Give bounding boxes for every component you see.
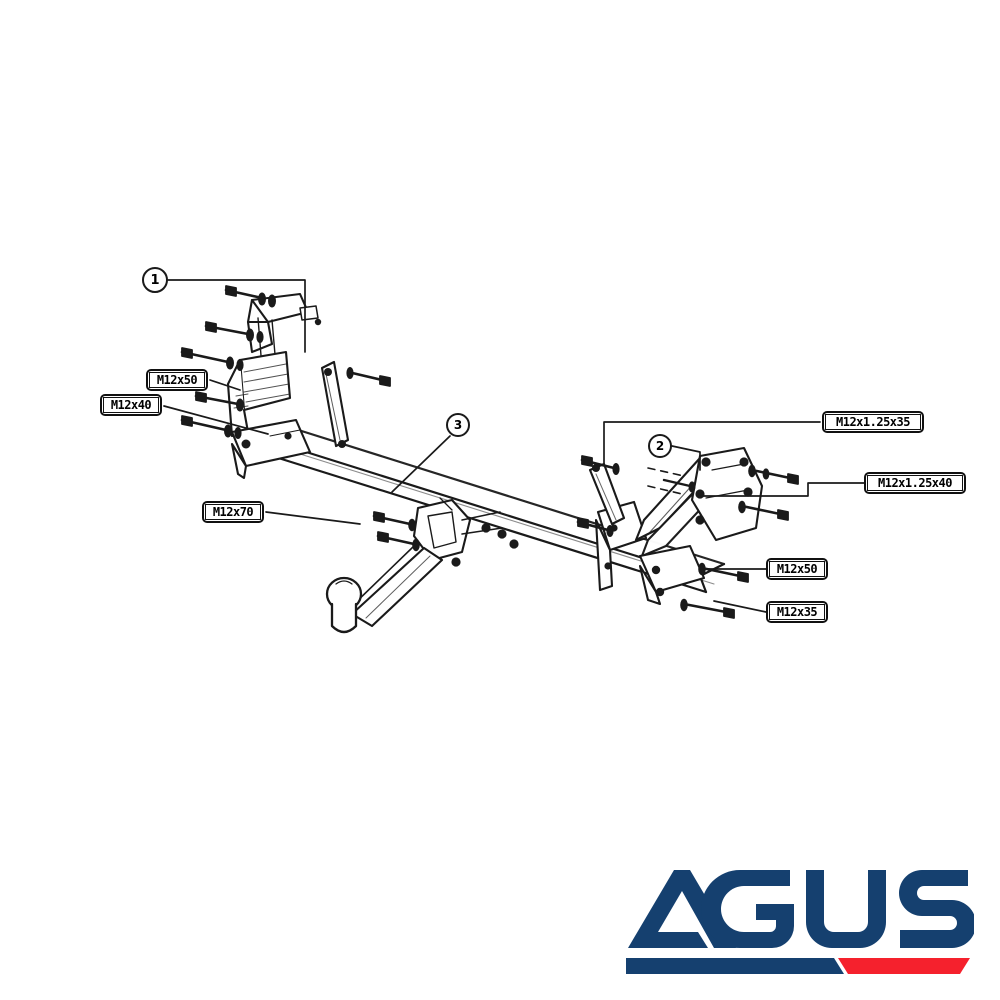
logo-letter-g [701,870,794,948]
logo-bar-red [838,958,970,974]
callout-1[interactable]: 1 [142,267,168,293]
logo-bar-blue [626,958,844,974]
leader-callout-3 [391,435,451,493]
part-label-text: M12x1.25x40 [867,475,963,491]
logo-letter-s [899,870,974,948]
callout-2[interactable]: 2 [648,434,672,458]
part-label-text: M12x1.25x35 [825,414,921,430]
part-label-text: M12x70 [205,504,261,520]
tow-ball-assembly [325,497,519,634]
part-label-m12x50-left[interactable]: M12x50 [146,369,208,391]
callout-3[interactable]: 3 [446,413,470,437]
right-bolt-assemblies [576,455,799,619]
part-label-text: M12x35 [769,604,825,620]
leader-m12x125x35 [603,421,821,465]
part-label-m12x40[interactable]: M12x40 [100,394,162,416]
leader-callout-2 [671,445,701,471]
logo-letter-u [806,870,886,948]
part-label-m12x35[interactable]: M12x35 [766,601,828,623]
agus-logo-svg [626,870,974,974]
leader-lines [163,279,865,613]
part-label-m12x125x40[interactable]: M12x1.25x40 [864,472,966,494]
agus-logo [622,866,974,978]
leader-callout-1 [167,279,306,353]
leader-m12x50-left [209,379,241,391]
left-bolt-assemblies [180,285,391,439]
part-label-m12x70[interactable]: M12x70 [202,501,264,523]
right-mounting-bracket [588,446,764,606]
part-label-text: M12x50 [149,372,205,388]
left-mounting-bracket [226,292,350,480]
leader-m12x35 [713,600,767,613]
leader-m12x40 [163,405,269,435]
part-label-m12x125x35[interactable]: M12x1.25x35 [822,411,924,433]
leader-m12x125x40 [699,482,865,497]
leader-m12x70 [265,511,361,525]
part-label-text: M12x40 [103,397,159,413]
part-label-m12x50-right[interactable]: M12x50 [766,558,828,580]
centre-bolt-assemblies [372,511,420,552]
part-label-text: M12x50 [769,561,825,577]
